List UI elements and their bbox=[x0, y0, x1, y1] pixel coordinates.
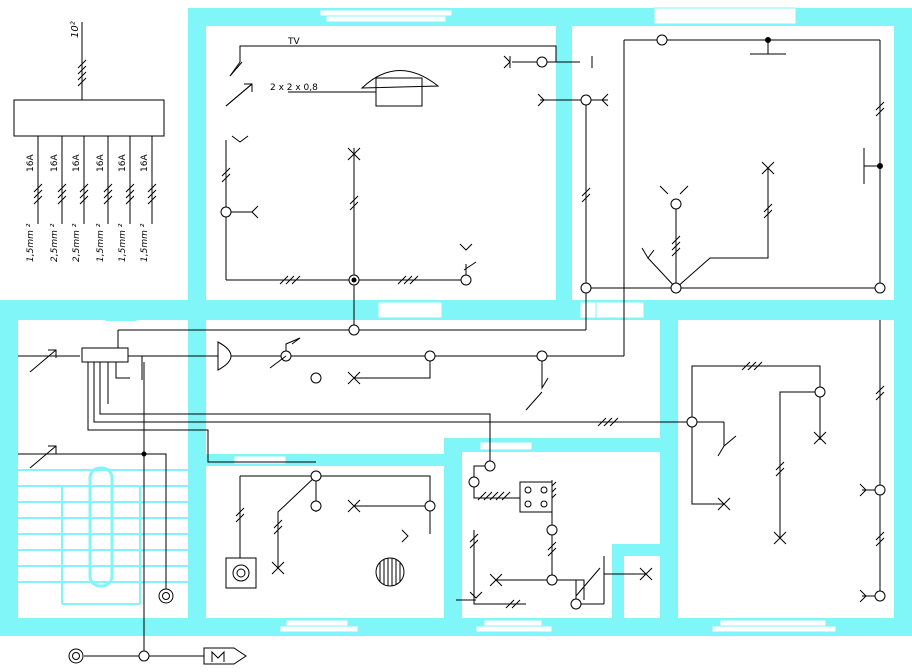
ceiling-light-icon bbox=[347, 147, 361, 161]
ceiling-light-icon bbox=[347, 499, 361, 513]
walls bbox=[0, 8, 912, 636]
switch-icon bbox=[463, 261, 477, 271]
openings bbox=[105, 7, 837, 633]
ceiling-light-icon bbox=[717, 497, 731, 511]
socket-icon bbox=[859, 483, 867, 497]
stove-icon bbox=[519, 481, 553, 513]
ceiling-light-icon bbox=[347, 371, 361, 385]
node-icon bbox=[765, 37, 771, 43]
junction-icon bbox=[138, 650, 150, 662]
breaker-label: 16A bbox=[96, 154, 106, 172]
tv-label: TV bbox=[287, 37, 300, 47]
switch-icon bbox=[269, 355, 287, 369]
cable-label: 2,5mm ² bbox=[72, 223, 82, 262]
feed-label: 10² bbox=[70, 21, 81, 38]
socket-icon bbox=[251, 205, 259, 219]
doorbell-icon bbox=[203, 647, 247, 665]
socket-icon bbox=[601, 93, 609, 107]
junction-icon bbox=[580, 282, 592, 294]
junction-icon bbox=[670, 282, 682, 294]
ceiling-light-icon bbox=[761, 161, 775, 175]
switch-icon bbox=[291, 337, 301, 345]
switch-icon bbox=[717, 445, 725, 457]
switch-icon bbox=[310, 500, 322, 512]
junction-icon bbox=[570, 598, 582, 610]
cable-labels: 1,5mm ² 2,5mm ² 2,5mm ² 1,5mm ² 1,5mm ² … bbox=[26, 223, 150, 262]
junction-icon bbox=[424, 500, 436, 512]
antenna-icon bbox=[229, 61, 243, 77]
junction-icon bbox=[141, 451, 147, 457]
junction-icon bbox=[536, 350, 548, 362]
lamp-icon bbox=[670, 198, 682, 210]
socket-icon bbox=[469, 591, 483, 599]
socket-icon bbox=[459, 243, 473, 251]
junction-icon bbox=[656, 34, 668, 46]
junction-icon bbox=[348, 324, 360, 336]
switch-icon bbox=[525, 391, 543, 411]
wall-lamp-icon bbox=[217, 341, 232, 371]
socket-icon bbox=[503, 55, 511, 69]
panel-box bbox=[13, 99, 165, 137]
junction-icon bbox=[580, 94, 592, 106]
junction-icon bbox=[874, 590, 886, 602]
cable-label: 1,5mm ² bbox=[118, 223, 128, 262]
breaker-label: 16A bbox=[26, 154, 36, 172]
socket-icon bbox=[231, 135, 249, 143]
cable-label: 1,5mm ² bbox=[96, 223, 106, 262]
socket-icon bbox=[537, 93, 545, 107]
junction-icon bbox=[814, 386, 826, 398]
breaker-label: 16A bbox=[140, 154, 150, 172]
junction-icon bbox=[484, 460, 496, 472]
antenna-icon bbox=[29, 445, 57, 469]
breaker-label: 16A bbox=[72, 154, 82, 172]
boiler-icon bbox=[375, 557, 405, 587]
outlet-icon bbox=[536, 56, 548, 68]
ceiling-light-icon bbox=[813, 431, 827, 445]
distribution-panel bbox=[13, 22, 165, 224]
junction-icon bbox=[220, 206, 232, 218]
symbol-strokes bbox=[29, 55, 867, 662]
conductor-ticks bbox=[221, 101, 885, 609]
breaker-label: 16A bbox=[118, 154, 128, 172]
junction-icon bbox=[686, 416, 698, 428]
breaker-ticks bbox=[33, 183, 157, 205]
junction-icon bbox=[546, 524, 558, 536]
junction-icon bbox=[874, 282, 886, 294]
socket-icon bbox=[659, 185, 689, 195]
socket-icon bbox=[401, 529, 409, 543]
antenna-icon bbox=[225, 83, 253, 107]
junction-icon bbox=[424, 350, 436, 362]
ceiling-light-icon bbox=[773, 531, 787, 545]
socket-icon bbox=[859, 589, 867, 603]
antenna-icon bbox=[29, 349, 57, 373]
ceiling-light-icon bbox=[271, 561, 285, 575]
staircase bbox=[18, 466, 188, 605]
node-icon bbox=[877, 163, 883, 169]
cable-label: 2,5mm ² bbox=[50, 223, 60, 262]
phone-cable-label: 2 x 2 x 0,8 bbox=[270, 83, 318, 93]
cable-label: 1,5mm ² bbox=[26, 223, 36, 262]
breaker-label: 16A bbox=[50, 154, 60, 172]
phone-icon bbox=[360, 70, 440, 89]
junction-icon bbox=[310, 470, 322, 482]
junction-icon bbox=[874, 484, 886, 496]
junction-icon bbox=[468, 476, 480, 488]
ceiling-light-icon bbox=[489, 573, 503, 587]
junction-icon bbox=[351, 277, 357, 283]
junction-icon bbox=[546, 574, 558, 586]
switch-icon bbox=[460, 274, 472, 286]
breaker-labels: 16A 16A 16A 16A 16A 16A bbox=[26, 154, 150, 172]
phone-box bbox=[375, 77, 423, 107]
socket-icon bbox=[641, 247, 655, 259]
junction-box bbox=[81, 347, 129, 363]
cable-label: 1,5mm ² bbox=[140, 223, 150, 262]
switch-icon bbox=[310, 372, 322, 384]
